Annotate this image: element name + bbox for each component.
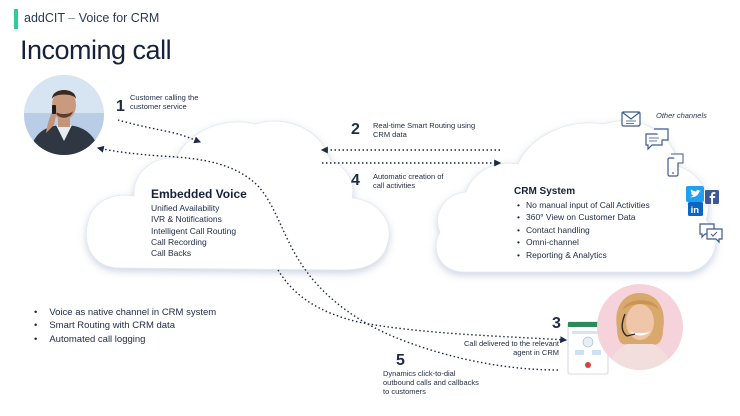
step-1-line-2: customer service: [130, 102, 187, 111]
step-1-text: Customer calling the customer service: [130, 93, 198, 111]
step-3-text: Call delivered to the relevant agent in …: [456, 339, 559, 357]
step-2-line-2: CRM data: [373, 130, 407, 139]
summary-bullet: Smart Routing with CRM data: [34, 319, 216, 332]
crm-system-item: 360° View on Customer Data: [517, 211, 650, 223]
svg-text:in: in: [691, 205, 700, 216]
step-4-text: Automatic creation of call activities: [373, 172, 443, 190]
arrow-step-3: [277, 269, 568, 344]
linkedin-icon: in: [688, 202, 703, 216]
summary-bullets: Voice as native channel in CRM system Sm…: [34, 306, 216, 346]
step-5-line-1: Dynamics click-to-dial: [383, 369, 456, 378]
customer-avatar: [24, 75, 104, 155]
embedded-voice-item: Call Backs: [151, 248, 192, 259]
embedded-voice-item: Unified Availability: [151, 203, 220, 213]
step-3-line-2: agent in CRM: [513, 348, 559, 357]
crm-system-item: Omni-channel: [517, 236, 650, 248]
crm-system-item: Contact handling: [517, 224, 650, 236]
step-4-line-2: call activities: [373, 181, 416, 190]
step-2-number: 2: [351, 121, 360, 138]
step-1-number: 1: [116, 98, 125, 115]
email-icon: [621, 111, 641, 127]
mobile-chat-icon: [667, 153, 684, 177]
step-4-line-1: Automatic creation of: [373, 172, 444, 181]
crm-system-list: No manual input of Call Activities 360° …: [517, 199, 650, 261]
step-3-number: 3: [552, 315, 561, 332]
crm-system-title: CRM System: [514, 186, 576, 197]
chat-bubbles-icon: [699, 223, 723, 244]
brand-product: Voice for CRM: [78, 11, 160, 25]
arrow-step-1: [117, 119, 202, 144]
facebook-icon: [705, 190, 719, 204]
step-5-text: Dynamics click-to-dial outbound calls an…: [383, 369, 479, 396]
embedded-voice-cloud: [85, 120, 390, 271]
summary-bullet: Voice as native channel in CRM system: [34, 306, 216, 319]
twitter-icon: [686, 186, 704, 202]
step-1-line-1: Customer calling the: [130, 93, 199, 102]
crm-system-item: Reporting & Analytics: [517, 249, 650, 261]
embedded-voice-list: Unified Availability IVR & Notifications…: [151, 203, 236, 259]
embedded-voice-item: Call Recording: [151, 236, 207, 247]
step-3-line-1: Call delivered to the relevant: [463, 339, 559, 348]
embedded-voice-item: IVR & Notifications: [151, 214, 222, 225]
other-channels-label: Other channels: [656, 111, 707, 120]
step-2-line-1: Real-time Smart Routing using: [373, 121, 476, 130]
step-5-line-3: to customers: [383, 387, 426, 396]
page-title: Incoming call: [20, 35, 172, 65]
crm-system-item: No manual input of Call Activities: [517, 199, 650, 211]
brand-header: addCIT – Voice for CRM: [24, 11, 159, 25]
embedded-voice-item: Intelligent Call Routing: [151, 225, 237, 236]
brand-accent-bar: [14, 9, 18, 29]
step-2-text: Real-time Smart Routing using CRM data: [373, 121, 475, 139]
chat-icon: [645, 128, 669, 151]
embedded-voice-title: Embedded Voice: [151, 187, 247, 201]
step-5-number: 5: [396, 352, 405, 369]
agent-avatar: [597, 284, 683, 370]
step-4-number: 4: [351, 172, 360, 189]
step-5-line-2: outbound calls and callbacks: [383, 378, 479, 387]
arrow-step-5: [96, 145, 559, 371]
brand-name: addCIT: [24, 11, 65, 25]
summary-bullet: Automated call logging: [34, 333, 216, 346]
brand-separator: –: [68, 11, 76, 25]
